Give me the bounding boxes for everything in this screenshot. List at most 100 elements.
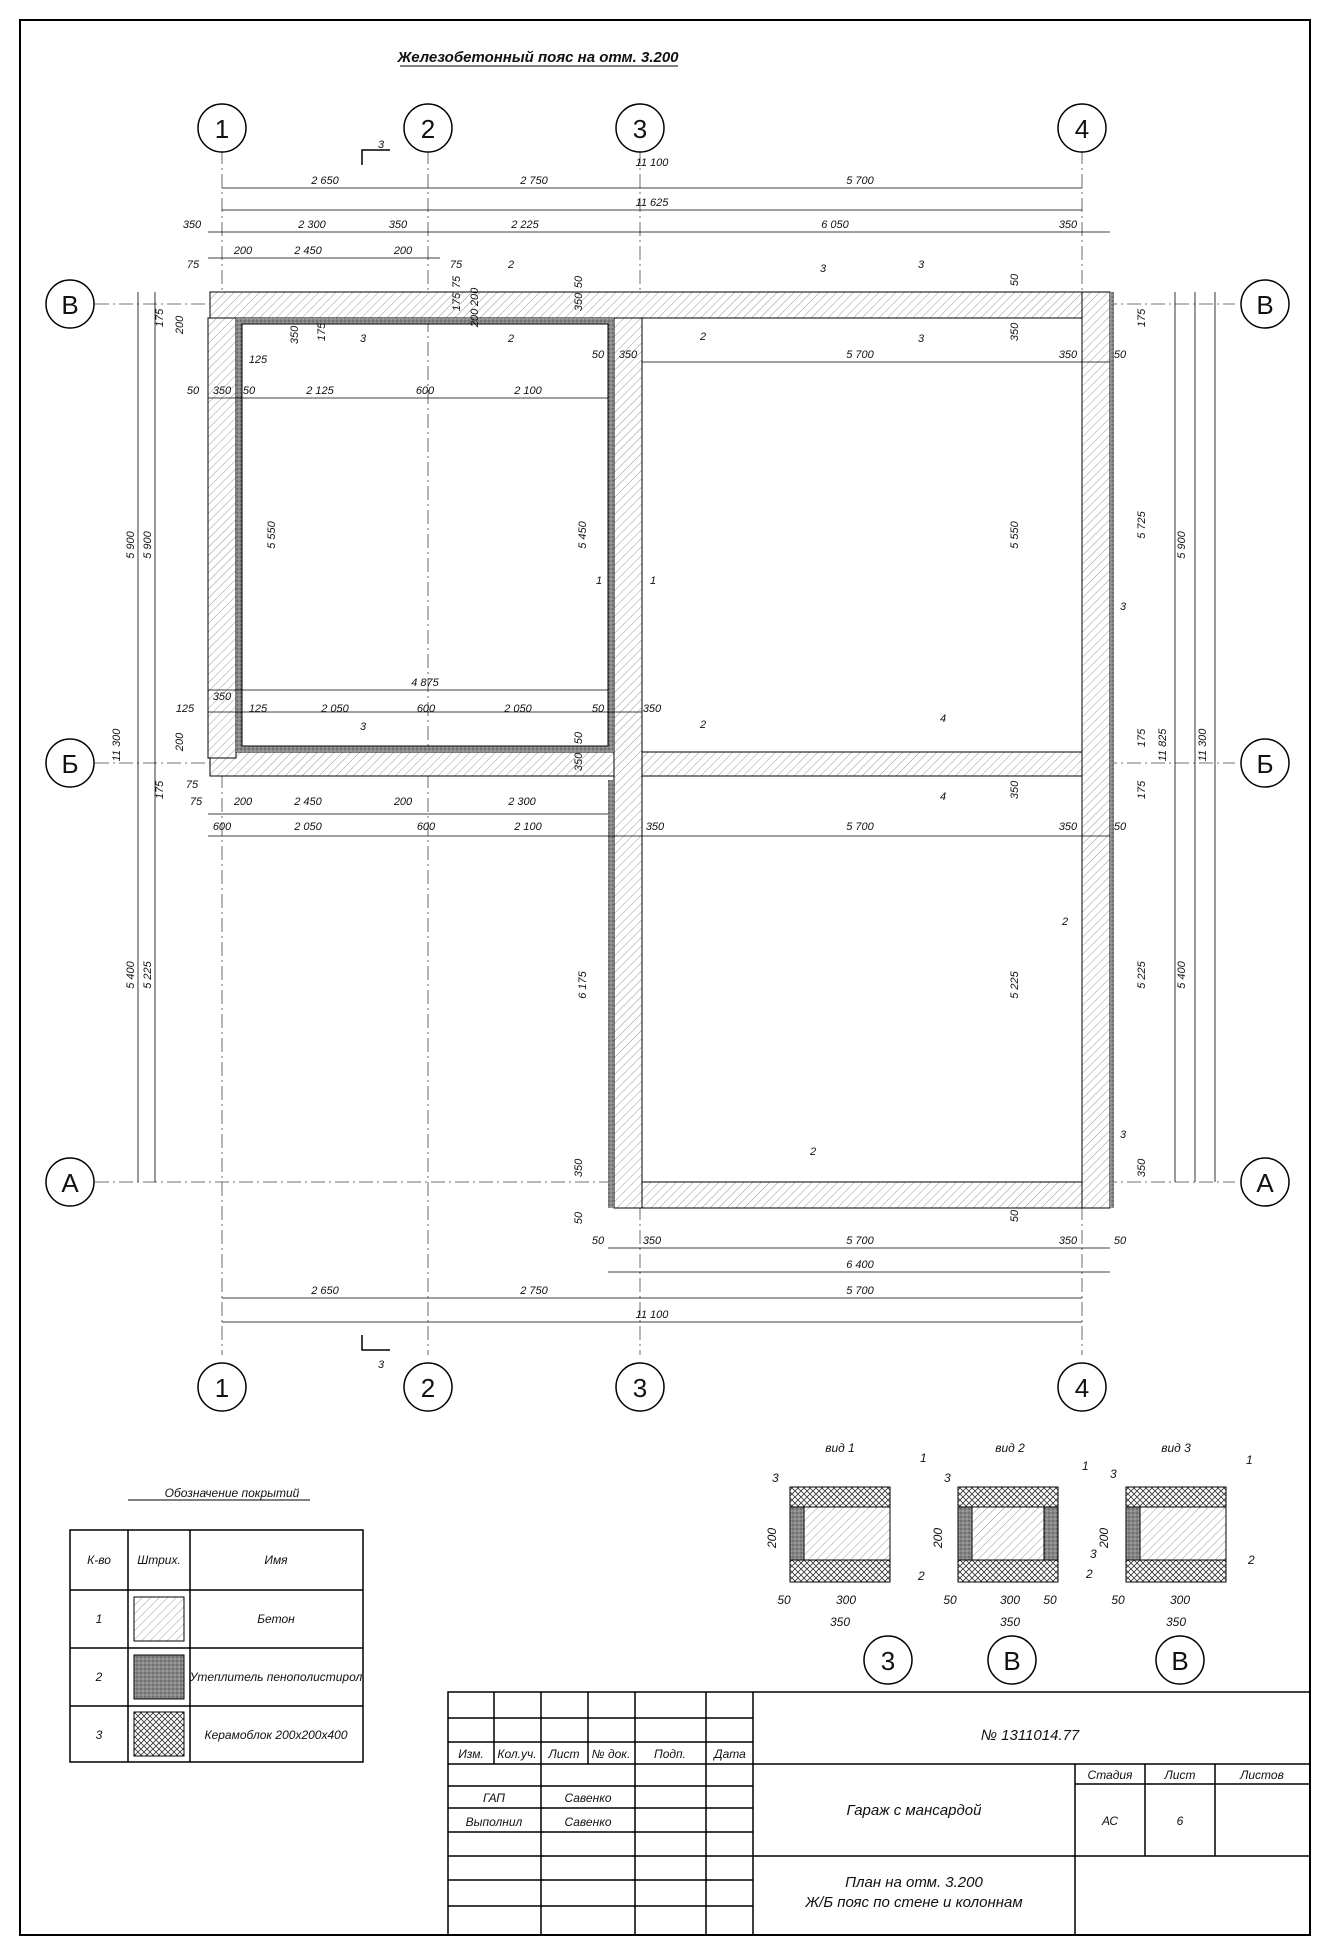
dimension-lines [137,187,1216,1323]
drawing-label: 600 [417,703,436,715]
drawing-label: 2 750 [519,1285,548,1297]
drawing-label: 3 [944,1471,951,1485]
drawing-label: 3 [360,721,367,733]
drawing-label: 125 [249,354,268,366]
drawing-label: 1 [920,1451,927,1465]
drawing-label: 3 [918,333,925,345]
drawing-label: вид 3 [1161,1441,1191,1455]
drawing-label: 200 [233,245,253,257]
drawing-label: ГАП [483,1791,505,1805]
drawing-label: 50 [943,1593,957,1607]
drawing-label: 2 [1085,1567,1093,1581]
drawing-label: Утеплитель пенополистирол [189,1670,363,1684]
drawing-label: 3 [378,139,385,151]
drawing-label: 2 650 [310,175,339,187]
drawing-label: В [61,290,78,320]
drawing-label: 350 [573,292,585,311]
drawing-label: 350 [643,703,662,715]
drawing-label: 3 [1120,601,1127,613]
drawing-label: № док. [592,1747,631,1761]
drawing-label: А [1256,1168,1274,1198]
drawing-label: 2 [421,114,435,144]
drawing-label: 2 050 [320,703,349,715]
drawing-label: 11 300 [111,728,123,762]
drawing-label: Штрих. [137,1553,181,1567]
drawing-label: 3 [360,333,367,345]
drawing-label: 350 [643,1235,662,1247]
drawing-label: 2 [699,331,706,343]
drawing-label: 50 [592,1235,605,1247]
insulation-strips [236,292,1114,1208]
drawing-label: 75 [450,259,463,271]
drawing-label: Лист [548,1747,580,1761]
drawing-label: 1 [215,114,229,144]
drawing-label: 200 [931,1528,945,1549]
drawing-label: Б [1256,749,1273,779]
drawing-label: 300 [1000,1593,1020,1607]
drawing-label: 50 [1009,1209,1021,1222]
view-1 [789,1486,913,1685]
drawing-label: 3 [772,1471,779,1485]
drawing-label: 50 [573,731,585,744]
drawing-label: 4 875 [411,677,439,689]
drawing-label: 1 [1082,1459,1089,1473]
drawing-label: 175 [1136,728,1148,747]
drawing-label: 6 400 [846,1259,874,1271]
drawing-label: Подп. [654,1747,686,1761]
drawing-label: 350 [1136,1158,1148,1177]
drawing-label: 200 [174,732,186,752]
drawing-label: 5 225 [142,960,154,988]
drawing-label: 350 [1059,821,1078,833]
axis-labels: 1 2 3 4 1 2 3 4 В Б А В Б А [61,114,1274,1403]
drawing-label: 350 [1059,349,1078,361]
drawing-label: 125 [249,703,268,715]
drawing-label: 200 [393,245,413,257]
section-marker-3 [361,149,390,1351]
drawing-label: Бетон [257,1612,295,1626]
drawing-label: 75 [190,796,203,808]
drawing-label: 50 [1009,273,1021,286]
drawing-label: 50 [1114,349,1127,361]
drawing-label: В [1003,1646,1020,1676]
drawing-label: 350 [213,385,232,397]
drawing-label: Б [61,749,78,779]
drawing-label: 350 [646,821,665,833]
drawing-label: 3 [820,263,827,275]
legend-swatch-concrete [133,1596,185,1642]
concrete-belts [207,291,1111,1209]
drawing-label: 11 625 [636,197,670,209]
drawing-label: 1 [596,575,602,587]
drawing-label: Савенко [564,1815,611,1829]
drawing-label: 50 [573,1211,585,1224]
drawing-label: 5 900 [125,530,137,558]
drawing-label: 350 [213,691,232,703]
drawing-label: 2 225 [510,219,539,231]
drawing-label: 5 700 [846,1285,874,1297]
drawing-label: 2 650 [310,1285,339,1297]
drawing-label: 2 [699,719,706,731]
drawing-label: 1 [650,575,656,587]
view-3 [1125,1486,1227,1685]
drawing-label: Стадия [1088,1768,1134,1782]
drawing-label: 350 [619,349,638,361]
drawing-label: 50 [1043,1593,1057,1607]
drawing-label: 50 [1114,1235,1127,1247]
drawing-label: 200 [174,315,186,335]
drawing-label: 11 100 [636,157,670,169]
drawing-label: 1 [215,1373,229,1403]
drawing-label: 600 [416,385,435,397]
drawing-label: 50 [243,385,256,397]
drawing-label: 5 700 [846,821,874,833]
drawing-label: Лист [1164,1768,1196,1782]
drawing-label: № 1311014.77 [981,1727,1080,1744]
drawing-label: 2 125 [305,385,334,397]
drawing-label: 5 400 [1176,960,1188,988]
drawing-label: 2 100 [513,821,542,833]
drawing-label: 6 175 [577,970,589,998]
drawing-label: 2 [95,1670,103,1684]
drawing-label: 1 [96,1612,103,1626]
drawing-label: 350 [1009,322,1021,341]
drawing-label: 175 [451,292,463,311]
drawing-label: Ж/Б пояс по стене и колоннам [804,1894,1022,1911]
title-block [447,1691,1311,1936]
